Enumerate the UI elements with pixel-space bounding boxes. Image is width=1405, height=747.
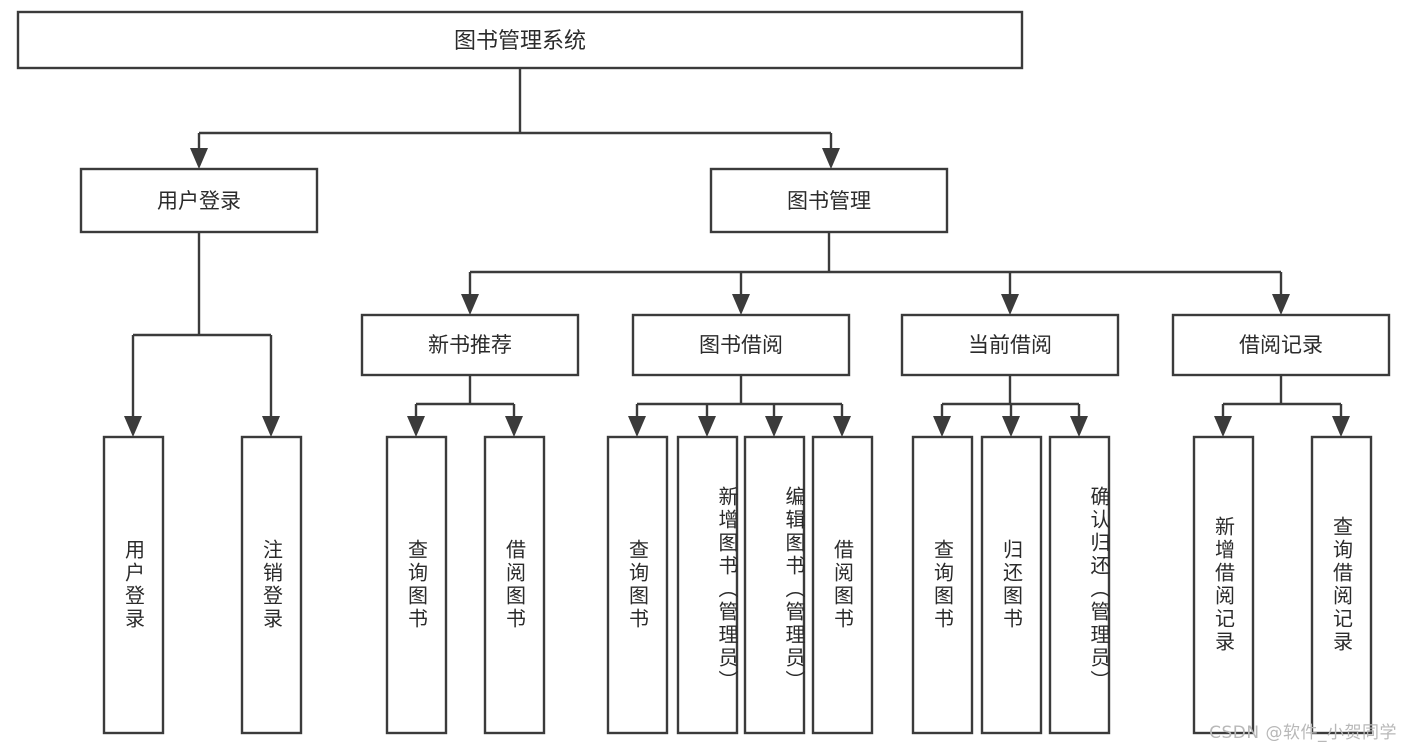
- leaf-box-book-borrow-3[interactable]: [811, 435, 874, 735]
- arrow-to-borrow-record: [1272, 294, 1290, 315]
- node-root-label: 图书管理系统: [454, 29, 586, 54]
- node-new-book-recommend[interactable]: 新书推荐: [360, 313, 580, 377]
- leaf-box-book-borrow-1[interactable]: [676, 435, 739, 735]
- arrow-to-book-manage: [822, 148, 840, 169]
- node-current-borrow-label: 当前借阅: [968, 333, 1052, 357]
- leaf-box-borrow-record-1[interactable]: [1310, 435, 1373, 735]
- node-root[interactable]: 图书管理系统: [16, 10, 1024, 70]
- arrow-to-new-book-recommend: [461, 294, 479, 315]
- node-current-borrow-box[interactable]: [900, 313, 1120, 377]
- arrow-to-book-borrow: [732, 294, 750, 315]
- connector-book-manage-bus: [461, 232, 1290, 315]
- leaf-box-new-book-1[interactable]: [483, 435, 546, 735]
- arrow-leaf-user-login-1: [262, 416, 280, 437]
- watermark-text: CSDN @软件_小贺同学: [1209, 723, 1397, 743]
- connector-new-book-recommend-leaves: [407, 375, 523, 437]
- leaf-box-book-borrow-0[interactable]: [606, 435, 669, 735]
- node-current-borrow[interactable]: 当前借阅: [900, 313, 1120, 377]
- node-book-borrow-label: 图书借阅: [699, 333, 783, 357]
- connector-root-bus: [190, 68, 840, 169]
- connector-book-borrow-leaves: [628, 375, 851, 437]
- leaf-box-current-borrow-0[interactable]: [911, 435, 974, 735]
- node-book-borrow[interactable]: 图书借阅: [631, 313, 851, 377]
- arrow-to-user-login: [190, 148, 208, 169]
- node-user-login[interactable]: 用户登录: [79, 167, 319, 234]
- node-borrow-record[interactable]: 借阅记录: [1171, 313, 1391, 377]
- leaf-box-new-book-0[interactable]: [385, 435, 448, 735]
- leaf-box-user-login-1[interactable]: [240, 435, 303, 735]
- connector-user-login-leaves: [124, 232, 280, 437]
- arrow-to-current-borrow: [1001, 294, 1019, 315]
- leaf-box-current-borrow-1[interactable]: [980, 435, 1043, 735]
- node-borrow-record-label: 借阅记录: [1239, 333, 1323, 357]
- node-book-manage[interactable]: 图书管理: [709, 167, 949, 234]
- leaf-box-user-login-0[interactable]: [102, 435, 165, 735]
- node-new-book-recommend-label: 新书推荐: [428, 333, 512, 357]
- leaf-box-borrow-record-0[interactable]: [1192, 435, 1255, 735]
- node-new-book-recommend-box[interactable]: [360, 313, 580, 377]
- connector-current-borrow-leaves: [933, 375, 1088, 437]
- node-user-login-box[interactable]: [79, 167, 319, 234]
- node-user-login-label: 用户登录: [157, 189, 241, 213]
- leaf-box-book-borrow-2[interactable]: [743, 435, 806, 735]
- leaf-box-current-borrow-2[interactable]: [1048, 435, 1111, 735]
- connector-borrow-record-leaves: [1214, 375, 1350, 437]
- node-book-manage-label: 图书管理: [787, 189, 871, 213]
- node-root-box[interactable]: [16, 10, 1024, 70]
- arrow-leaf-user-login-0: [124, 416, 142, 437]
